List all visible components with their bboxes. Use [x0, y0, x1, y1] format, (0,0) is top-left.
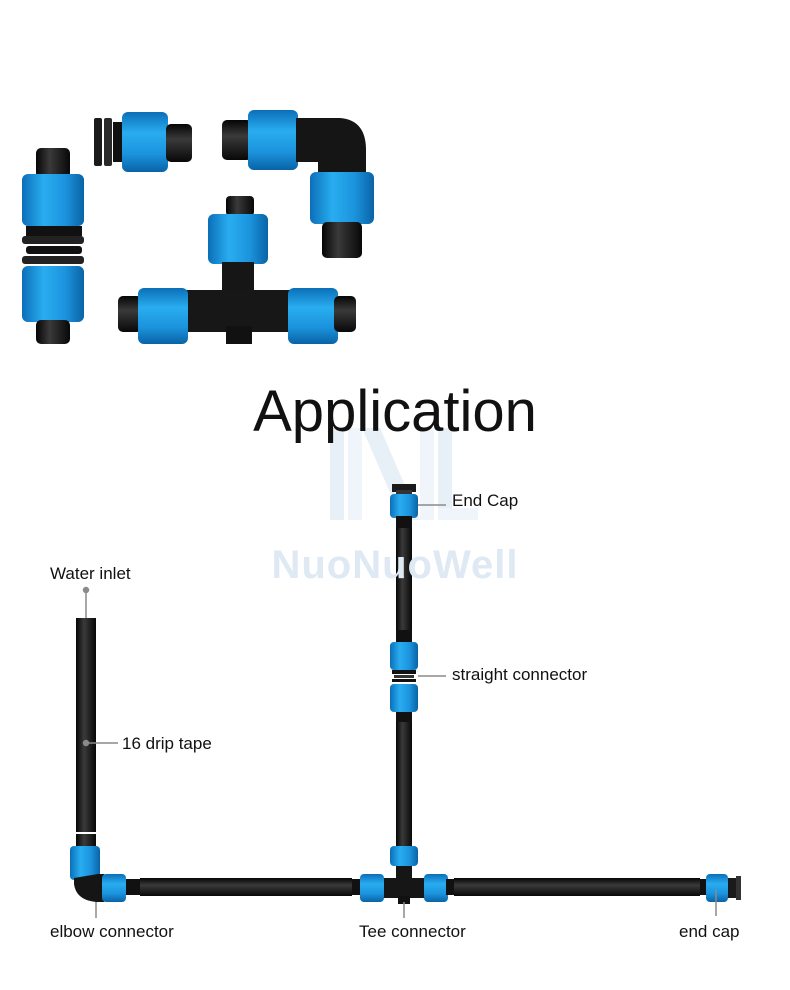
label-end-cap-bottom: end cap [679, 922, 740, 941]
label-tee-connector: Tee connector [359, 922, 466, 941]
drip-tape-pipes [76, 528, 700, 896]
label-straight-connector: straight connector [452, 665, 588, 684]
product-tee-connector-photo [118, 196, 356, 344]
end-cap-top-fitting [390, 484, 418, 528]
elbow-connector-fitting [70, 846, 140, 902]
watermark-text: NuoNuoWell [271, 543, 519, 587]
end-cap-bottom-fitting [700, 874, 741, 902]
tee-connector-fitting [352, 846, 454, 904]
label-elbow-connector: elbow connector [50, 922, 174, 941]
label-water-inlet: Water inlet [50, 564, 131, 583]
product-end-cap-photo [94, 112, 192, 172]
straight-connector-fitting [390, 630, 418, 722]
label-drip-tape: 16 drip tape [122, 734, 212, 753]
page-title: Application [253, 379, 537, 444]
label-end-cap-top: End Cap [452, 491, 519, 510]
leader-lines [82, 504, 717, 918]
product-straight-connector-photo [22, 148, 84, 344]
product-elbow-connector-photo [222, 110, 374, 258]
